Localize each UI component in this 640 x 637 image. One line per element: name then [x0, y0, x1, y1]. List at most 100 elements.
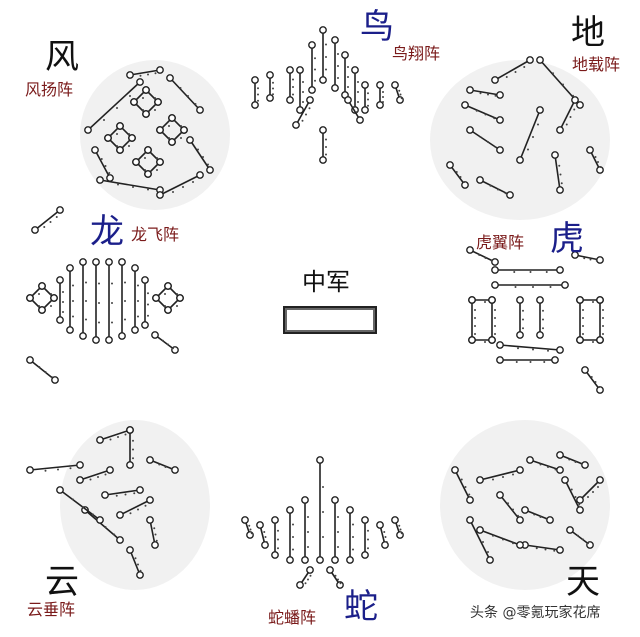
formation-node	[488, 296, 496, 304]
formation-node	[131, 326, 139, 334]
formation-node	[132, 158, 140, 166]
formation-node	[91, 146, 99, 154]
formation-node	[92, 258, 100, 266]
soldier-dot	[582, 538, 584, 541]
formation-node	[116, 536, 124, 544]
soldier-dot	[194, 103, 197, 105]
soldier-dot	[339, 582, 342, 585]
formation-node	[56, 276, 64, 284]
formation-node	[196, 106, 204, 114]
soldier-dot	[570, 488, 573, 491]
soldier-dot	[301, 119, 304, 122]
soldier-dot	[89, 478, 92, 481]
formation-node	[96, 436, 104, 444]
formation-node	[466, 86, 474, 94]
soldier-dot	[85, 300, 87, 302]
soldier-dot	[82, 506, 84, 508]
soldier-dot	[484, 341, 486, 343]
soldier-dot	[314, 79, 316, 82]
soldier-dot	[399, 93, 402, 96]
soldier-dot	[97, 476, 99, 478]
long-char: 龙	[90, 212, 124, 252]
formation-node	[316, 456, 324, 464]
formation-node	[466, 246, 474, 254]
soldier-dot	[565, 123, 568, 126]
soldier-dot	[325, 153, 327, 156]
formation-node	[556, 346, 564, 354]
formation-node	[476, 476, 484, 484]
soldier-dot	[367, 529, 369, 532]
formation-node	[306, 96, 314, 104]
formation-node	[251, 101, 259, 109]
soldier-dot	[57, 468, 59, 471]
formation-node	[79, 332, 87, 340]
soldier-dot	[352, 548, 354, 551]
formation-node	[319, 76, 327, 84]
formation-node	[331, 556, 339, 564]
formation-node	[196, 171, 204, 179]
formation-node	[156, 158, 164, 166]
formation-node	[576, 296, 584, 304]
formation-node	[316, 556, 324, 564]
soldier-dot	[347, 76, 349, 78]
formation-node	[144, 170, 152, 178]
formation-node	[556, 451, 564, 459]
formation-line	[149, 459, 176, 471]
soldier-dot	[597, 486, 599, 488]
formation-node	[118, 258, 126, 266]
formation-node	[319, 156, 327, 164]
formation-node	[556, 186, 564, 194]
soldier-dot	[553, 549, 556, 552]
soldier-dot	[277, 529, 279, 532]
formation-node	[576, 101, 584, 109]
soldier-dot	[562, 83, 564, 86]
soldier-dot	[147, 73, 149, 76]
formation-node	[526, 56, 534, 64]
soldier-dot	[582, 317, 584, 319]
soldier-dot	[367, 547, 369, 550]
soldier-dot	[334, 574, 337, 577]
soldier-dot	[292, 548, 294, 551]
formation-node	[468, 296, 476, 304]
formation-node	[151, 331, 159, 339]
soldier-dot	[250, 532, 253, 535]
soldier-dot	[399, 528, 402, 531]
soldier-dot	[257, 93, 259, 96]
formation-node	[156, 191, 164, 199]
formation-node	[556, 126, 564, 134]
formation-node	[571, 96, 579, 104]
soldier-dot	[493, 117, 496, 120]
soldier-dot	[128, 133, 130, 135]
formation-node	[496, 341, 504, 349]
formation-node	[391, 516, 399, 524]
formation-node	[319, 26, 327, 34]
soldier-dot	[574, 496, 577, 498]
soldier-dot	[314, 68, 316, 71]
formation-line	[564, 479, 581, 511]
soldier-dot	[49, 221, 52, 223]
soldier-dot	[484, 257, 487, 259]
formation-line	[579, 479, 601, 501]
soldier-dot	[367, 92, 369, 95]
soldier-dot	[592, 341, 594, 343]
soldier-dot	[545, 518, 548, 521]
formation-node	[266, 94, 274, 102]
soldier-dot	[554, 468, 557, 471]
soldier-dot	[474, 333, 476, 335]
niao-subtitle: 鸟翔阵	[392, 44, 441, 63]
formation-line	[295, 99, 311, 126]
formation-node	[56, 316, 64, 324]
formation-node	[128, 134, 136, 142]
soldier-dot	[560, 182, 563, 185]
formation-node	[336, 581, 344, 589]
soldier-dot	[137, 508, 139, 511]
soldier-dot	[513, 271, 516, 273]
soldier-dot	[359, 116, 361, 118]
soldier-dot	[172, 191, 174, 193]
formation-node	[38, 306, 46, 314]
soldier-dot	[352, 536, 354, 538]
soldier-dot	[512, 508, 514, 511]
soldier-dot	[113, 533, 116, 536]
soldier-dot	[302, 91, 304, 93]
formation-node	[131, 264, 139, 272]
